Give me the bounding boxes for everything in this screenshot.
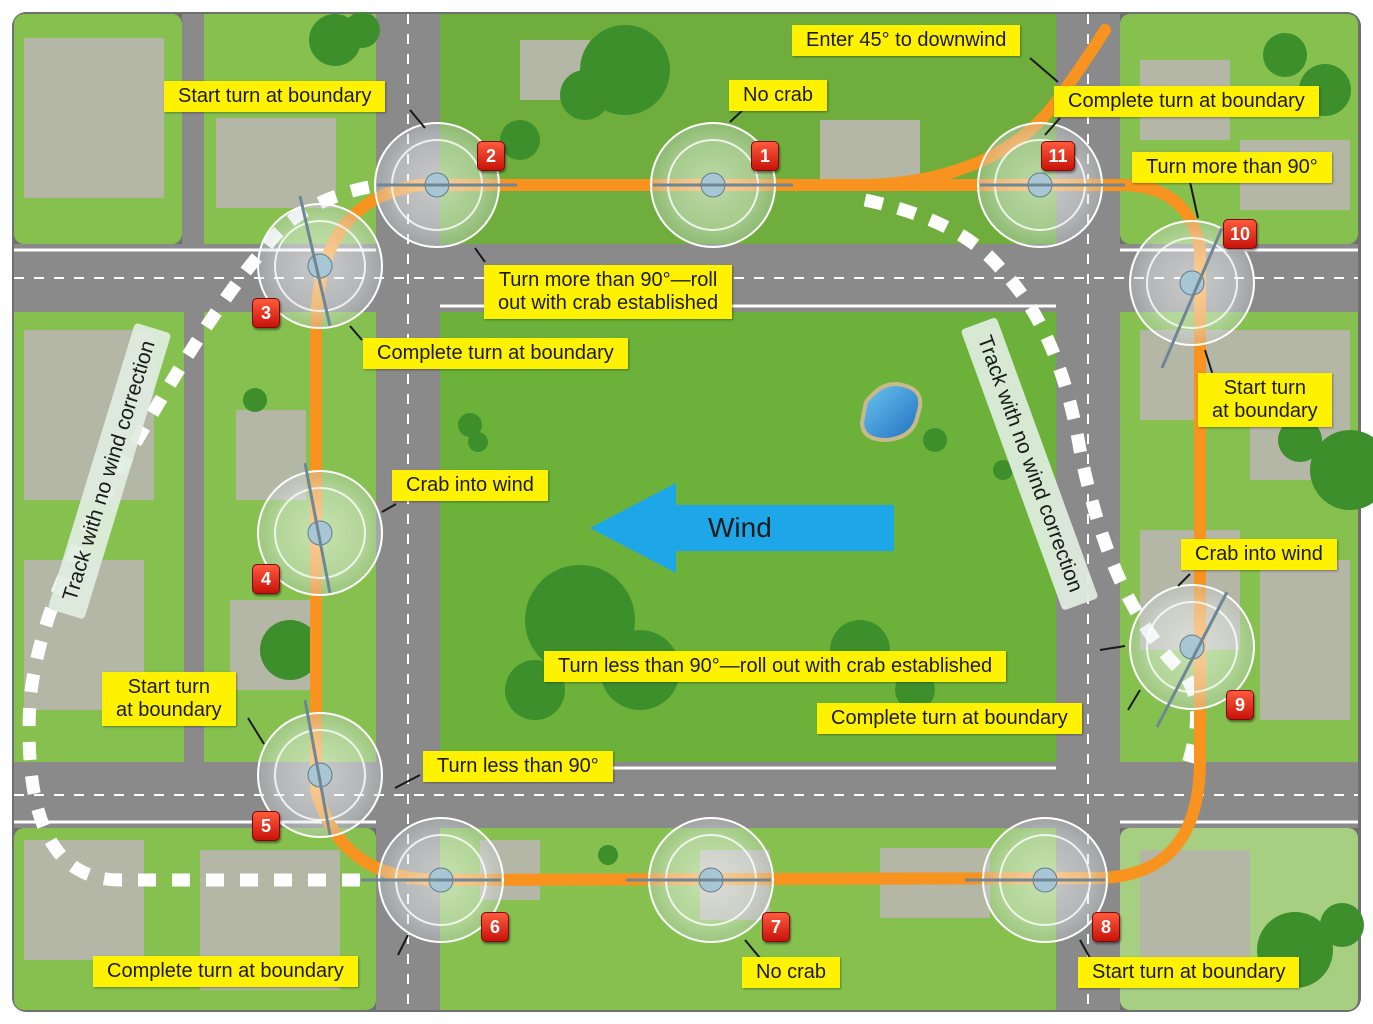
- position-badge-2: 2: [477, 141, 505, 171]
- position-badge-4: 4: [252, 564, 280, 594]
- helicopter-8: [965, 817, 1108, 943]
- wind-label: Wind: [708, 512, 772, 543]
- callout-line: out with crab established: [498, 292, 719, 314]
- position-badge-8: 8: [1092, 912, 1120, 942]
- callout-enter-45: Enter 45° to downwind: [792, 25, 1021, 56]
- helicopter-10: [1129, 220, 1255, 369]
- position-badge-6: 6: [481, 912, 509, 942]
- buildings: [24, 38, 1350, 990]
- callout-start-turn-bottom-right: Start turn at boundary: [1078, 957, 1300, 988]
- callout-complete-turn-top-right: Complete turn at boundary: [1054, 86, 1319, 117]
- helicopter-5: [257, 699, 383, 838]
- callout-turn-less-than-90-roll-out: Turn less than 90°—roll out with crab es…: [544, 651, 1007, 682]
- callout-start-turn-top-left: Start turn at boundary: [164, 81, 386, 112]
- callout-line: Start turn: [1223, 377, 1306, 399]
- position-badge-1: 1: [751, 141, 779, 171]
- callout-turn-less-than-90: Turn less than 90°: [423, 751, 613, 782]
- trees: [243, 12, 1373, 988]
- position-badge-3: 3: [252, 298, 280, 328]
- position-badge-10: 10: [1223, 219, 1257, 249]
- callout-turn-more-than-90-right: Turn more than 90°: [1132, 152, 1332, 183]
- callout-crab-into-wind-right: Crab into wind: [1181, 539, 1337, 570]
- helicopter-7: [626, 817, 774, 943]
- helicopter-3: [257, 195, 383, 329]
- callout-pointers: [247, 57, 1216, 959]
- callout-no-crab-top: No crab: [729, 80, 828, 111]
- callout-start-turn-left: Start turn at boundary: [102, 672, 236, 726]
- callout-crab-into-wind-left: Crab into wind: [392, 470, 548, 501]
- callout-start-turn-right: Start turn at boundary: [1198, 373, 1332, 427]
- callout-line: Start turn: [127, 676, 210, 698]
- helicopter-6: [361, 817, 504, 943]
- position-badge-11: 11: [1041, 141, 1075, 171]
- helicopter-9: [1129, 584, 1255, 728]
- callout-complete-turn-left-upper: Complete turn at boundary: [363, 338, 628, 369]
- callout-no-crab-bottom: No crab: [742, 957, 841, 988]
- helicopter-1: [650, 122, 793, 248]
- callout-complete-turn-right-lower: Complete turn at boundary: [817, 703, 1082, 734]
- callout-turn-more-than-90-roll-out: Turn more than 90°—roll out with crab es…: [484, 265, 733, 319]
- callout-line: at boundary: [116, 699, 222, 721]
- helicopter-4: [257, 462, 383, 596]
- position-badge-9: 9: [1226, 690, 1254, 720]
- helicopter-positions: [257, 122, 1255, 943]
- callout-complete-turn-bottom-left: Complete turn at boundary: [93, 956, 358, 987]
- pond: [859, 382, 923, 443]
- helicopter-2: [374, 122, 517, 248]
- position-badge-5: 5: [252, 811, 280, 841]
- wind-arrow: [590, 483, 894, 573]
- callout-line: at boundary: [1212, 400, 1318, 422]
- position-badge-7: 7: [762, 912, 790, 942]
- callout-line: Turn more than 90°—roll: [498, 269, 718, 291]
